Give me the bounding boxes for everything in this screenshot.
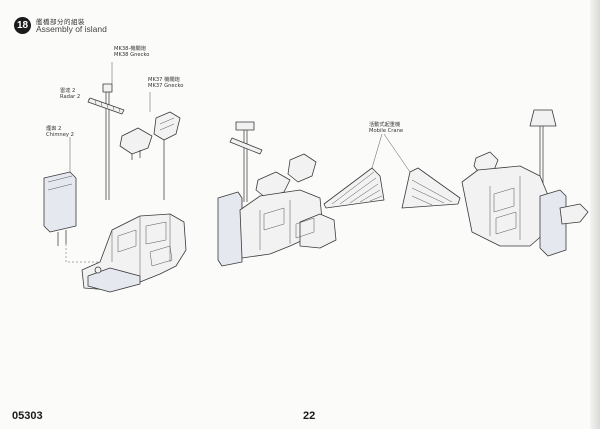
step-number-badge: 18: [14, 17, 31, 34]
assembled-island-front: [217, 121, 337, 267]
step-title-english: Assembly of island: [36, 24, 107, 34]
label-chimney: 煙囪 2 Chimney 2: [46, 126, 74, 139]
assembled-island-rear: [461, 109, 589, 257]
page-edge-shadow: [590, 0, 600, 429]
mobile-crane-parts: [323, 133, 461, 209]
page-number: 22: [303, 410, 316, 422]
step-title-chinese: 艦橋部分的組裝: [36, 18, 85, 26]
label-radar: 雷達 2 Radar 2: [60, 88, 81, 101]
exploded-island-assembly: [43, 62, 187, 293]
product-code: 05303: [12, 410, 43, 422]
label-mobile-crane: 活動式起重機 Mobile Crane: [369, 122, 404, 135]
label-mk37-gun: MK37 機關炮 MK37 Gnecko: [148, 77, 184, 90]
label-mk38-gun: MK38-機關炮 MK38 Gnecko: [114, 46, 150, 59]
